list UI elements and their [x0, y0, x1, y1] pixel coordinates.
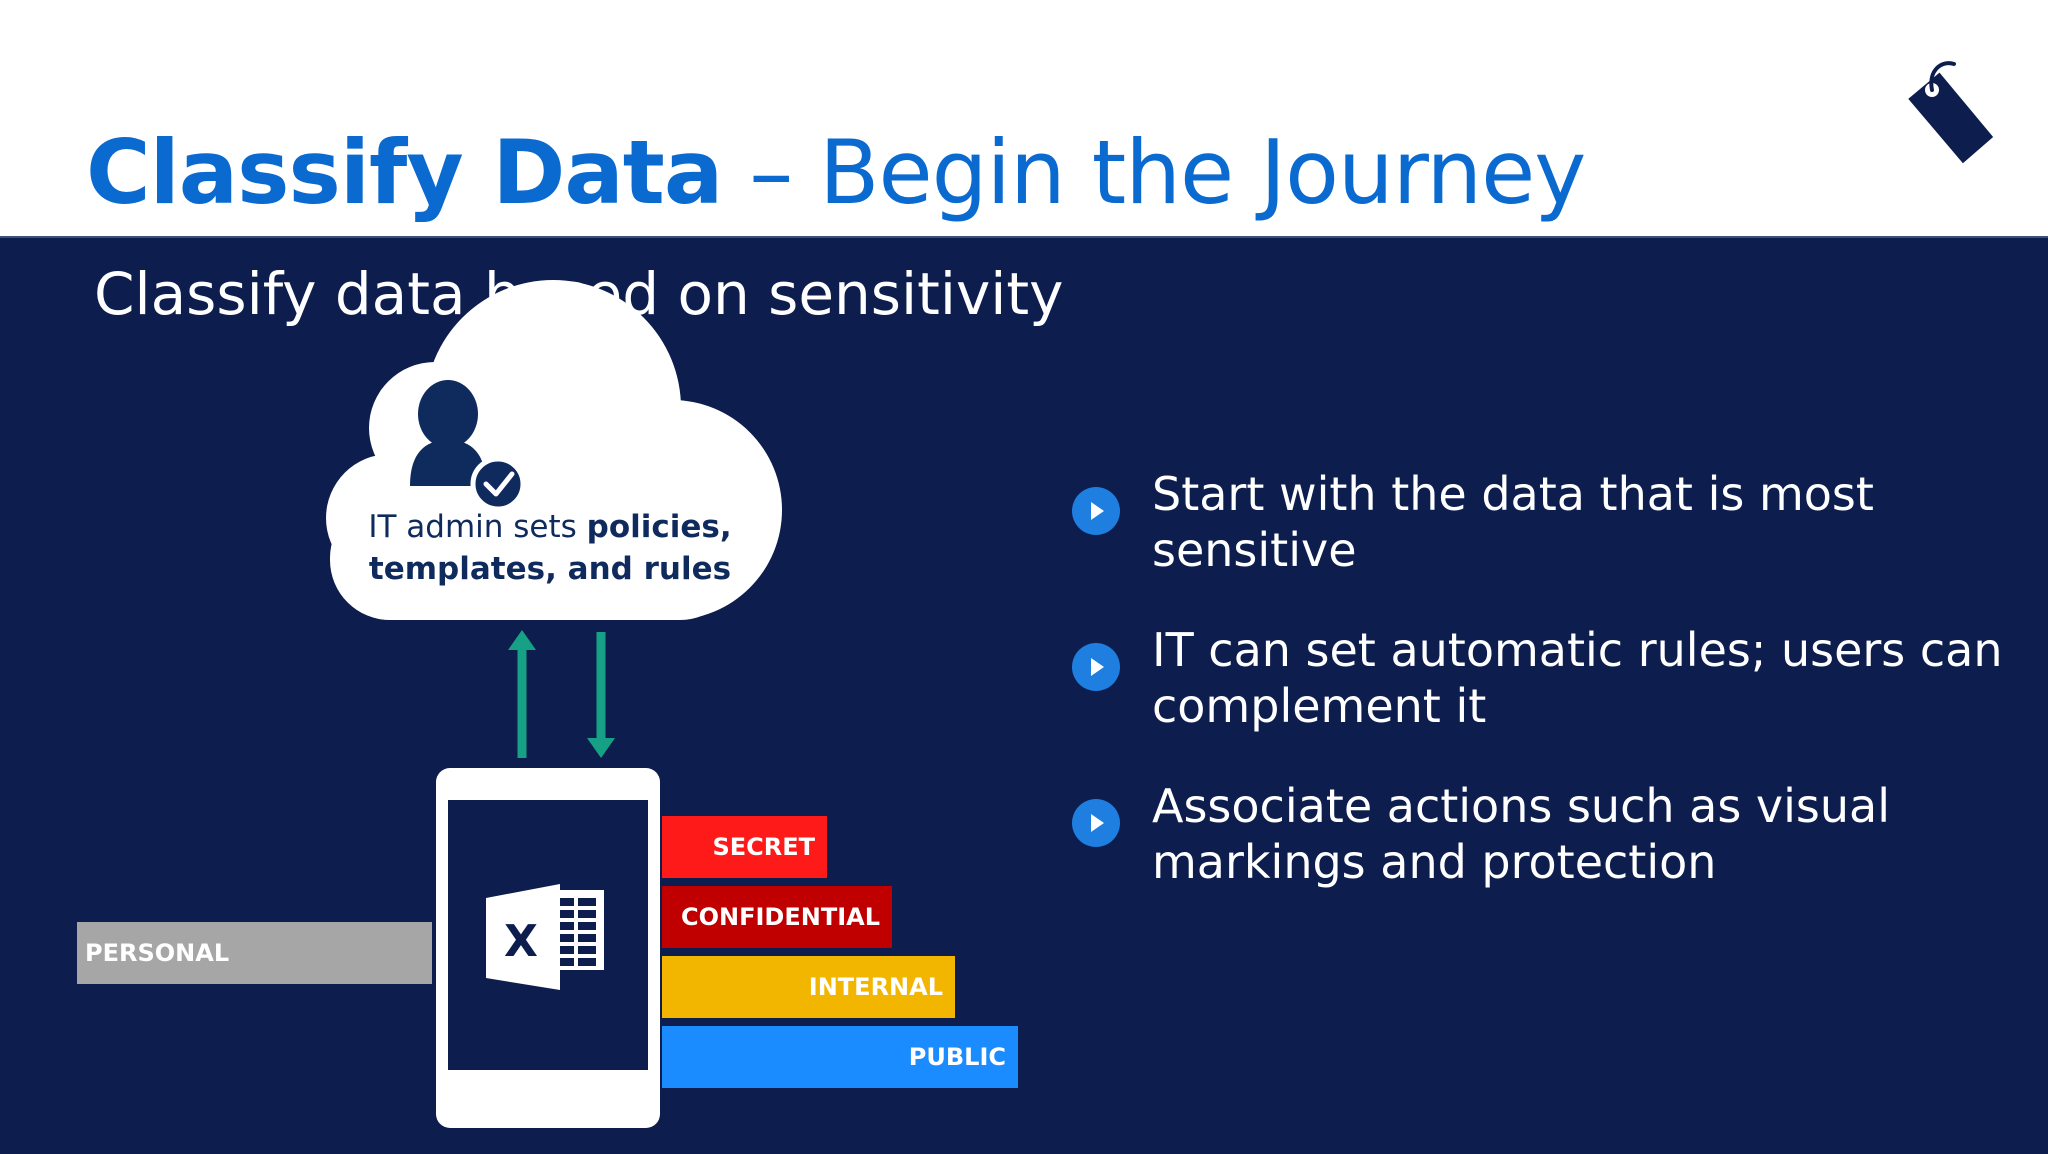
level-internal-label: INTERNAL: [808, 973, 943, 1001]
arrow-down-icon: [587, 632, 615, 758]
bullet-item: Associate actions such as visual marking…: [1068, 778, 2028, 890]
title-bold: Classify Data: [86, 121, 723, 224]
bullet-text: IT can set automatic rules; users can co…: [1152, 623, 2003, 733]
level-public: PUBLIC: [662, 1026, 1018, 1088]
svg-text:X: X: [504, 916, 538, 967]
excel-icon: X: [486, 884, 604, 990]
arrow-up-icon: [508, 630, 536, 758]
cloud-shape: [326, 280, 782, 620]
play-circle-icon: [1072, 799, 1120, 847]
play-circle-icon: [1072, 487, 1120, 535]
content-panel: Classify data based on sensitivity: [0, 236, 2048, 1154]
bullet-list: Start with the data that is most sensiti…: [1068, 466, 2028, 934]
classification-diagram: X IT admin sets policies, templates, and…: [0, 238, 1060, 1154]
slide-header: Classify Data – Begin the Journey: [0, 0, 2048, 236]
bullet-text: Start with the data that is most sensiti…: [1152, 467, 1874, 577]
level-public-label: PUBLIC: [908, 1043, 1006, 1071]
level-secret-label: SECRET: [712, 833, 815, 861]
level-personal-label: PERSONAL: [85, 939, 230, 967]
cloud-caption: IT admin sets policies, templates, and r…: [360, 506, 740, 590]
level-internal: INTERNAL: [662, 956, 955, 1018]
cloud-caption-bold: policies, templates, and rules: [368, 509, 732, 587]
bullet-item: Start with the data that is most sensiti…: [1068, 466, 2028, 578]
title-rest: – Begin the Journey: [722, 121, 1586, 224]
admin-user-check-icon: [410, 380, 526, 512]
diagram-graphics: X: [326, 280, 782, 1128]
level-confidential-label: CONFIDENTIAL: [681, 903, 880, 931]
slide-title: Classify Data – Begin the Journey: [86, 118, 1586, 228]
play-circle-icon: [1072, 643, 1120, 691]
cloud-caption-normal: IT admin sets: [368, 509, 587, 545]
tag-icon: [1908, 61, 1994, 164]
level-confidential: CONFIDENTIAL: [662, 886, 892, 948]
bullet-text: Associate actions such as visual marking…: [1152, 779, 1890, 889]
level-secret: SECRET: [662, 816, 827, 878]
bullet-item: IT can set automatic rules; users can co…: [1068, 622, 2028, 734]
level-personal: PERSONAL: [77, 922, 432, 984]
